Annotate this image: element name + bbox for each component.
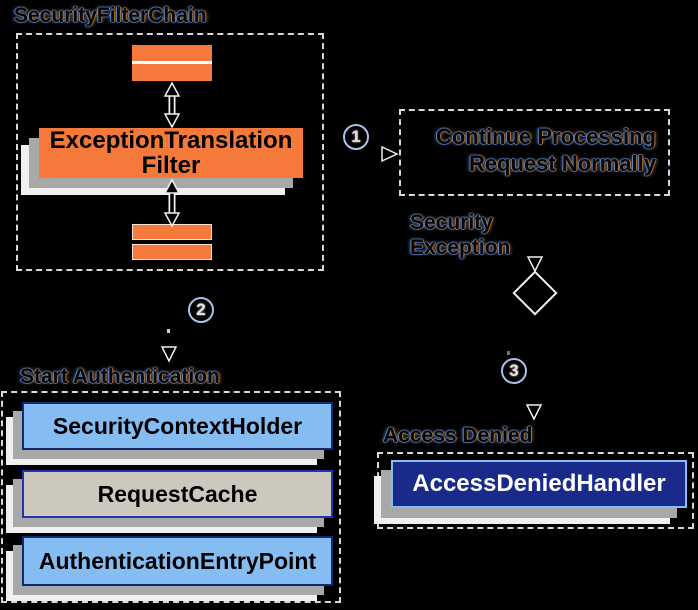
security-filter-chain-box [16, 33, 324, 271]
arrow-down-diamond-icon [526, 256, 544, 273]
exception-translation-filter-line2: Filter [141, 152, 201, 179]
filter-stack-top [132, 45, 212, 81]
filter-bar-gap [132, 61, 212, 64]
step-2-badge: 2 [188, 297, 214, 323]
access-denied-label: Access Denied [383, 424, 533, 447]
access-denied-handler-box: AccessDeniedHandler [391, 460, 687, 508]
continue-processing-box: Continue Processing Request Normally [399, 109, 670, 196]
exception-translation-filter-box: ExceptionTranslation Filter [39, 128, 303, 178]
security-filter-chain-label: SecurityFilterChain [14, 4, 207, 27]
step-3-number: 3 [509, 361, 519, 380]
arrow-down-step2-icon [160, 346, 178, 363]
filter-bar [132, 224, 212, 240]
filter-bar [132, 64, 212, 81]
step-1-badge: 1 [343, 124, 369, 150]
connector-dash [167, 329, 170, 333]
connector-dash [507, 351, 510, 355]
arrow-down-step3-icon [525, 404, 543, 421]
continue-processing-line2: Request Normally [468, 151, 656, 176]
exception-translation-filter-line1: ExceptionTranslation [49, 127, 293, 154]
step-2-number: 2 [196, 300, 206, 319]
start-authentication-label: Start Authentication [20, 365, 220, 388]
step-1-number: 1 [351, 127, 361, 146]
request-cache-box: RequestCache [22, 470, 333, 518]
filter-bar [132, 244, 212, 260]
security-exception-label: Security Exception [410, 210, 510, 260]
filter-bar [132, 45, 212, 61]
arrow-right-step1-icon [381, 145, 399, 163]
security-context-holder-box: SecurityContextHolder [22, 402, 333, 450]
security-exception-line2: Exception [410, 236, 511, 259]
filter-stack-bottom [132, 224, 212, 260]
decision-diamond [512, 270, 558, 316]
access-denied-box [377, 452, 694, 529]
authentication-entry-point-box: AuthenticationEntryPoint [22, 536, 333, 586]
step-3-badge: 3 [501, 358, 527, 384]
start-authentication-box [1, 391, 341, 603]
security-exception-line1: Security [410, 211, 493, 234]
continue-processing-line1: Continue Processing [435, 124, 656, 149]
